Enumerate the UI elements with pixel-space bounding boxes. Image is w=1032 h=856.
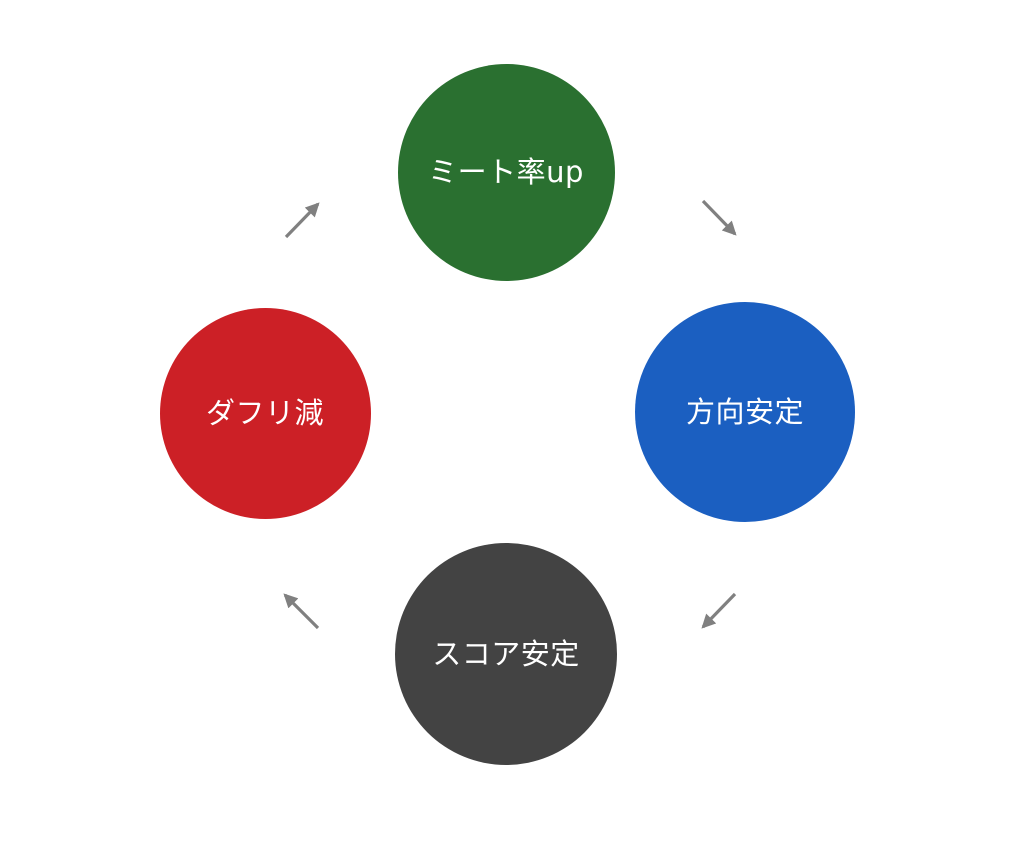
node-label-bottom: スコア安定 [432,636,580,671]
node-circle-direction-stability: 方向安定 [635,302,855,522]
arrow-top-to-right [701,199,737,236]
node-circle-duff-reduction: ダフリ減 [159,307,371,519]
node-label-left: ダフリ減 [205,395,324,430]
node-label-right: 方向安定 [685,394,804,429]
arrow-bottom-to-left [283,593,320,630]
node-label-top: ミート率up [428,154,584,189]
arrow-left-to-top [284,202,320,239]
node-circle-score-stability: スコア安定 [395,543,617,765]
arrow-right-to-bottom [701,592,737,629]
node-circle-meet-rate-up: ミート率up [397,63,615,281]
